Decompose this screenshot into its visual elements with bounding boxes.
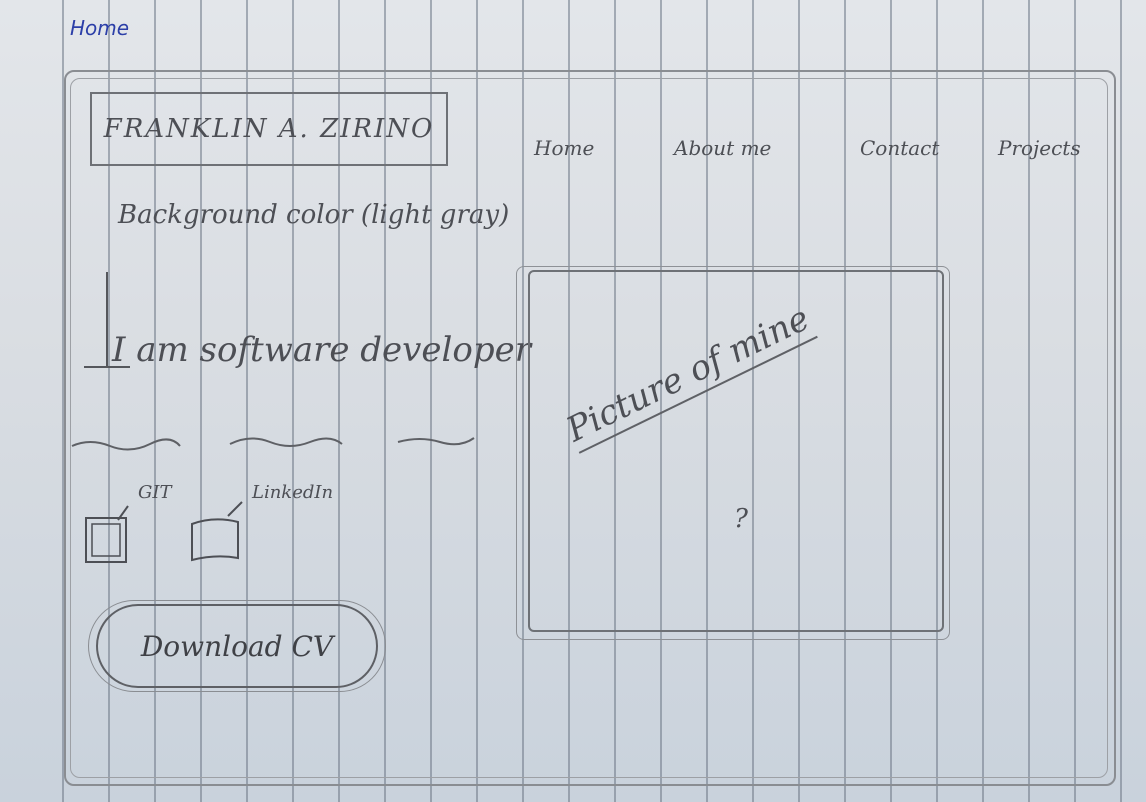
nav-item-contact[interactable]: Contact — [860, 136, 940, 160]
background-color-note: Background color (light gray) — [118, 200, 510, 230]
main-nav: Home About me Contact Projects — [530, 136, 1090, 168]
linkedin-icon — [191, 501, 243, 562]
picture-caption: Picture of mine — [560, 298, 818, 454]
github-icon — [85, 505, 129, 563]
nav-item-about[interactable]: About me — [674, 136, 772, 160]
social-link-linkedin[interactable]: LinkedIn — [188, 482, 333, 568]
text-cursor-mark — [84, 272, 130, 368]
download-cv-button[interactable]: Download CV — [88, 600, 386, 692]
site-logo[interactable]: FRANKLIN A. ZIRINO — [90, 92, 448, 166]
subtext-placeholder-lines — [71, 437, 475, 451]
download-cv-label: Download CV — [140, 629, 334, 663]
page-frame-inner — [70, 78, 1108, 778]
hero-headline: I am software developer — [112, 330, 531, 370]
social-label-linkedin: LinkedIn — [252, 482, 334, 503]
page-frame — [64, 70, 1116, 786]
sheet-page-label: Home — [70, 16, 130, 40]
nav-item-home[interactable]: Home — [534, 136, 595, 160]
picture-question-mark: ? — [734, 504, 748, 534]
profile-picture-placeholder: Picture of mine ? — [516, 266, 950, 640]
social-link-git[interactable]: GIT — [82, 482, 172, 568]
nav-item-projects[interactable]: Projects — [998, 136, 1081, 160]
social-label-git: GIT — [138, 482, 172, 503]
